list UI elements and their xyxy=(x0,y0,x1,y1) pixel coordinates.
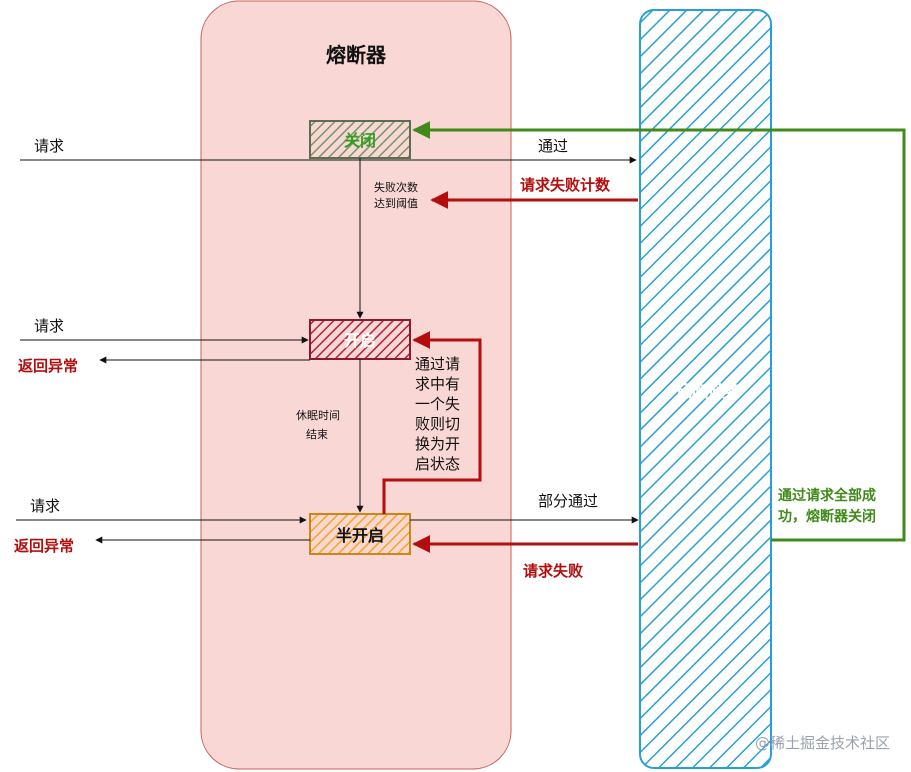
label-request-fail-count: 请求失败计数 xyxy=(520,176,611,194)
label-fail-threshold-1: 失败次数 xyxy=(374,180,418,194)
label-request-1: 请求 xyxy=(34,137,64,155)
label-partial-pass: 部分通过 xyxy=(538,492,598,510)
label-switch-open-line: 启状态 xyxy=(415,455,460,473)
arrow-half-to-open xyxy=(382,331,482,514)
downstream-service-box xyxy=(639,9,772,769)
label-all-success-2: 功，熔断器关闭 xyxy=(778,508,876,525)
breaker-container xyxy=(200,0,512,770)
label-switch-open-block: 通过请 求中有 一个失 败则切 换为开 启状态 xyxy=(415,355,460,473)
label-all-success-1: 通过请求全部成 xyxy=(778,487,876,504)
arrow-all-success-to-closed xyxy=(412,121,906,542)
state-open-box xyxy=(309,319,411,360)
label-switch-open-line: 通过请 xyxy=(415,355,460,373)
label-request-2: 请求 xyxy=(34,317,64,335)
label-pass: 通过 xyxy=(538,137,568,155)
watermark: @稀土掘金技术社区 xyxy=(755,734,890,752)
label-return-error-1: 返回异常 xyxy=(18,357,78,375)
state-open-label: 开启 xyxy=(344,331,376,350)
label-request-fail: 请求失败 xyxy=(523,562,583,580)
breaker-title: 熔断器 xyxy=(326,43,387,67)
label-request-3: 请求 xyxy=(30,497,60,515)
label-switch-open-line: 败则切 xyxy=(415,415,460,433)
label-return-error-2: 返回异常 xyxy=(14,537,74,555)
downstream-service-label: 下游服务 xyxy=(671,381,740,402)
state-closed-box xyxy=(309,120,411,159)
label-fail-threshold-2: 达到阈值 xyxy=(374,196,418,210)
label-sleep-end-2: 结束 xyxy=(306,428,328,441)
label-switch-open-line: 换为开 xyxy=(415,435,460,453)
state-half-open-box xyxy=(309,513,411,555)
state-half-open-label: 半开启 xyxy=(336,526,384,545)
state-closed-label: 关闭 xyxy=(344,131,376,150)
label-switch-open-line: 求中有 xyxy=(415,375,460,393)
label-switch-open-line: 一个失 xyxy=(415,395,460,413)
label-sleep-end-1: 休眠时间 xyxy=(296,409,340,422)
